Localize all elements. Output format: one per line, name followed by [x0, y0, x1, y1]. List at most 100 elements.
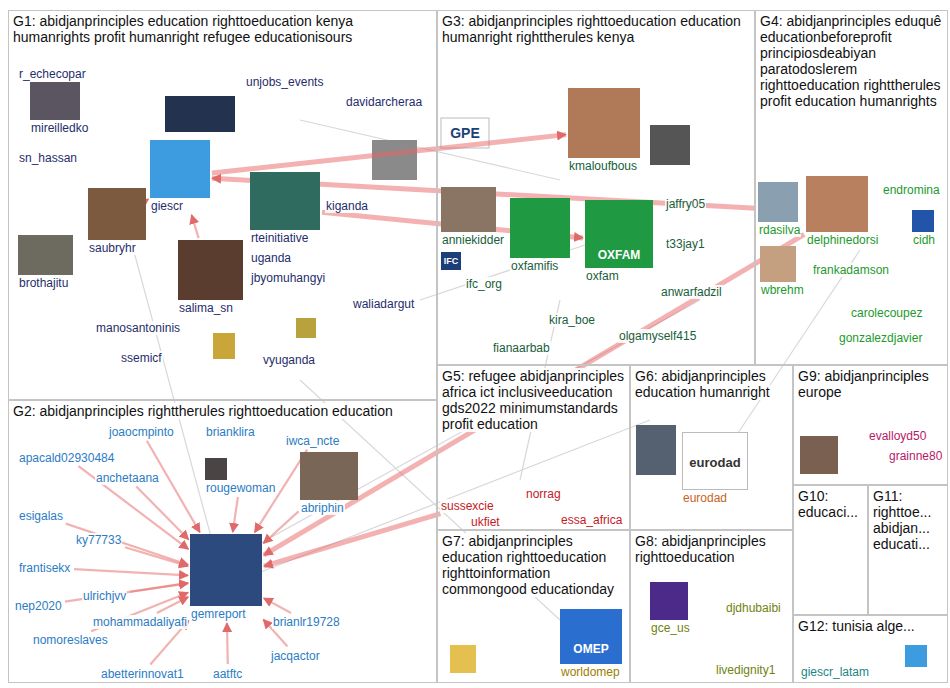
account-node: livedignity1 [715, 662, 777, 677]
logo-text: IFC [444, 256, 459, 266]
account-node: evalloyd50 [868, 428, 928, 443]
logo-text-box: GPE [441, 118, 489, 148]
profile-image [250, 172, 320, 230]
account-node: carolecoupez [850, 305, 924, 320]
account-node: norrag [525, 486, 562, 501]
account-node: gonzalezdjavier [838, 330, 924, 345]
account-node: nomoreslaves [32, 632, 109, 647]
account-node: ssemicf [120, 350, 163, 365]
account-name-row: nep2020 [14, 598, 63, 613]
account-node: ukfiet [470, 514, 501, 529]
profile-image [178, 240, 243, 300]
account-name-row: cidh [912, 232, 937, 247]
profile-image [372, 140, 417, 180]
logo-text-box: OMEP [560, 640, 622, 658]
account-name: grainne80 [888, 449, 943, 463]
account-node: rteinitiative [250, 172, 320, 245]
account-node: apacald02930484 [18, 450, 116, 465]
group-box: G6: abidjanprinciples education humanrig… [630, 365, 793, 530]
account-node: esigalas [18, 508, 65, 523]
account-name: giescr [150, 199, 184, 213]
account-name: rdasilva [758, 223, 801, 237]
account-name: kira_boe [548, 313, 596, 327]
account-name: saubryhr [88, 241, 137, 255]
account-name: t33jay1 [665, 237, 706, 251]
account-node: jacqactor [270, 648, 321, 663]
group-box: G8: abidjanprinciples righttoeducationdj… [630, 530, 793, 683]
profile-image [165, 96, 235, 132]
account-name-row: mireilledko [30, 120, 90, 135]
account-name-row: livedignity1 [715, 662, 777, 677]
account-name-row: evalloyd50 [868, 428, 928, 443]
account-node: grainne80 [888, 448, 944, 463]
account-node: olgamyself415 [618, 328, 698, 343]
account-node: anchetaana [95, 470, 160, 485]
account-node: abriphin [300, 452, 358, 515]
account-name: ukfiet [470, 515, 501, 529]
account-name: ulrichjvv [82, 589, 127, 603]
account-name: rougewoman [205, 481, 276, 495]
account-name: mohammadaliyafi [92, 615, 188, 629]
account-node: sussexcie [440, 498, 495, 513]
logo-text: GPE [450, 125, 480, 141]
account-node: salima_sn [178, 240, 243, 315]
account-name-row: jacqactor [270, 648, 321, 663]
account-name-row: ulrichjvv [82, 588, 128, 603]
account-name: vyuganda [262, 353, 316, 367]
account-name: anniekidder [441, 233, 505, 247]
group-heading-block: G4: abidjanprinciples eduquê educationbe… [756, 11, 947, 111]
account-name-row: norrag [525, 486, 562, 501]
account-name: jacqactor [270, 649, 321, 663]
account-name-row: worldomep [560, 664, 622, 679]
account-name-row: aatftc [212, 666, 244, 681]
group-heading: G5: refugee abidjanprinciples africa ict… [442, 368, 624, 432]
group-box: G3: abidjanprinciples righttoeducation e… [437, 10, 755, 365]
group-box: G5: refugee abidjanprinciples africa ict… [437, 365, 630, 530]
account-node: oxfamifis [510, 198, 570, 273]
account-name: aatftc [212, 667, 243, 681]
account-name-row: abriphin [300, 500, 358, 515]
account-name-row: brianlr19728 [272, 614, 341, 629]
group-heading-block: G9: abidjanprinciples europe [794, 366, 947, 402]
mention-link [66, 524, 188, 565]
account-name: abriphin [300, 501, 345, 515]
account-name: ssemicf [120, 351, 163, 365]
account-name: apacald02930484 [18, 451, 115, 465]
account-node: nep2020 [14, 598, 63, 613]
account-name-row: davidarcheraa [345, 94, 424, 109]
account-name: sn_hassan [18, 151, 78, 165]
account-name-row: gemreport [190, 606, 262, 621]
account-name-row: frantisekx [18, 560, 72, 575]
account-name: oxfam [585, 269, 620, 283]
account-node: manosantoninis [95, 320, 182, 335]
account-node: brianklira [205, 424, 256, 439]
account-node: brothajitu [18, 235, 73, 290]
profile-image [205, 458, 227, 480]
profile-image [636, 425, 676, 475]
account-node: uganda [250, 250, 293, 265]
group-heading: G10: educaci... [798, 488, 858, 520]
account-name: unjobs_events [245, 75, 324, 89]
account-name: jaffry05 [665, 197, 706, 211]
group-heading: G2: abidjanprinciples righttherules righ… [13, 403, 393, 419]
account-node: frankadamson [812, 262, 891, 277]
account-name: davidarcheraa [345, 95, 423, 109]
account-name-row: saubryhr [88, 240, 146, 255]
group-heading: G11: righttoe... abidjan... educati... [873, 488, 931, 552]
account-name: wbrehm [760, 283, 805, 297]
mention-link [264, 234, 805, 555]
group-heading-block: G1: abidjanprinciples education righttoe… [9, 11, 436, 47]
profile-image [758, 182, 798, 222]
account-node: ifc_org [465, 276, 504, 291]
account-node: rougewoman [205, 458, 277, 495]
account-name-row: brianklira [205, 424, 256, 439]
account-name: gce_us [650, 621, 691, 635]
account-node: anwarfadzil [660, 284, 723, 299]
profile-image [760, 246, 796, 282]
logo-text: OXFAM [598, 248, 641, 262]
profile-image [806, 176, 868, 232]
account-name-row: fianaarbab [492, 340, 551, 355]
account-name-row: wbrehm [760, 282, 805, 297]
account-node: gemreport [190, 534, 262, 621]
account-name-row: oxfam [585, 268, 653, 283]
